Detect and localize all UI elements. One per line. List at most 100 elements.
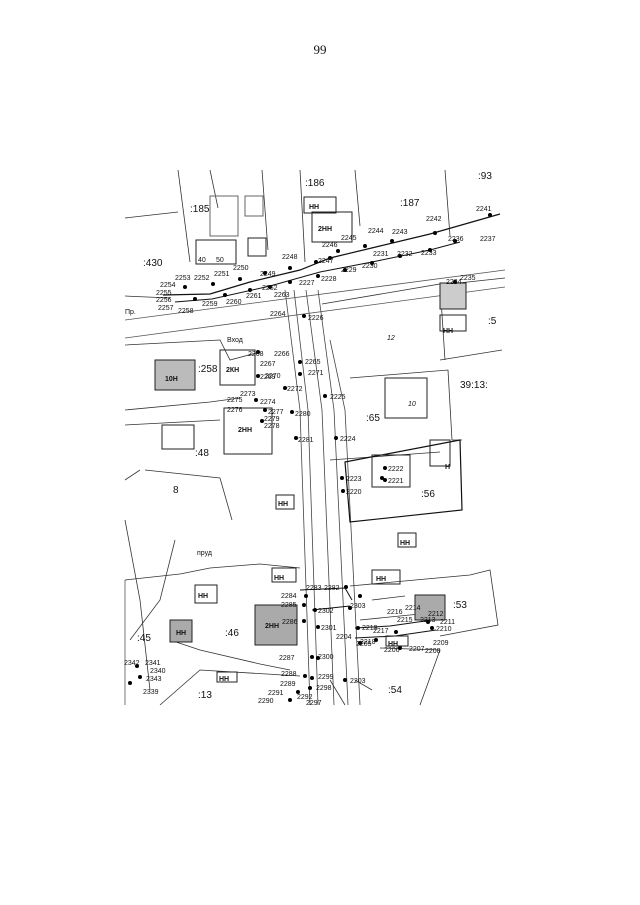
- parcel-label: :430: [143, 258, 163, 269]
- point-label: 2237: [480, 236, 496, 243]
- point-label: 2287: [279, 655, 295, 662]
- point-label: 2339: [143, 689, 159, 696]
- buildings: [154, 195, 467, 683]
- point-label: 2218: [360, 639, 376, 646]
- point-label: 2260: [226, 299, 242, 306]
- point-label: 2342: [124, 660, 140, 667]
- point-label: 2229: [341, 267, 357, 274]
- point-label: 2206: [384, 647, 400, 654]
- building-label: 2КН: [226, 367, 239, 374]
- map-label: 12: [387, 335, 395, 342]
- point-label: 2299: [318, 674, 334, 681]
- point-label: 2264: [270, 311, 286, 318]
- point-label: 2209: [433, 640, 449, 647]
- point-label: 2277: [268, 409, 284, 416]
- point-label: 2242: [426, 216, 442, 223]
- map-label: пруд: [197, 550, 212, 557]
- point-label: 2272: [287, 386, 303, 393]
- point-label: 2243: [392, 229, 408, 236]
- point-label: 2340: [150, 668, 166, 675]
- point-label: 2216: [387, 609, 403, 616]
- point-label: 2263: [274, 292, 290, 299]
- point-label: 2211: [440, 619, 455, 626]
- point-label: 2246: [322, 242, 338, 249]
- point-label: 2284: [281, 593, 297, 600]
- point-label: 2221: [388, 478, 404, 485]
- point-label: 2257: [158, 305, 174, 312]
- point-label: 2290: [258, 698, 274, 705]
- point-label: 2247: [318, 258, 334, 265]
- point-label: 2236: [448, 236, 464, 243]
- point-label: 2302: [318, 608, 334, 615]
- point-label: 2275: [227, 397, 243, 404]
- point-label: 2303: [350, 603, 366, 610]
- point-label: 2286: [282, 619, 298, 626]
- building-label: НН: [388, 641, 398, 648]
- point-label: 2231: [373, 251, 389, 258]
- parcel-label: :53: [453, 600, 467, 611]
- point-label: 2230: [362, 263, 378, 270]
- point-label: 2220: [346, 489, 362, 496]
- map-label: Пр.: [125, 309, 136, 316]
- point-label: 2205: [356, 641, 372, 648]
- building-label: НН: [198, 593, 208, 600]
- parcel-label: :258: [198, 364, 218, 375]
- point-label: 2210: [436, 626, 452, 633]
- point-label: 2259: [202, 301, 218, 308]
- point-label: 2207: [409, 646, 425, 653]
- point-label: 2252: [194, 275, 210, 282]
- point-label: 2245: [341, 235, 357, 242]
- point-label: 2208: [425, 648, 441, 655]
- point-label: 2285: [281, 602, 297, 609]
- point-label: 2215: [397, 617, 413, 624]
- point-label: 2261: [246, 293, 262, 300]
- point-label: 2262: [262, 285, 278, 292]
- parcel-label: :48: [195, 448, 209, 459]
- point-label: 2273: [240, 391, 256, 398]
- point-label: 2276: [227, 407, 243, 414]
- parcel-label: :187: [400, 198, 420, 209]
- building-label: 2НН: [265, 623, 279, 630]
- point-label: 2233: [421, 250, 437, 257]
- survey-points: [128, 213, 492, 702]
- building-label: НН: [176, 630, 186, 637]
- building-label: НН: [443, 328, 453, 335]
- building-label: 2НН: [318, 226, 332, 233]
- point-label: 2253: [175, 275, 191, 282]
- point-label: 2224: [340, 436, 356, 443]
- point-label: 2281: [298, 437, 314, 444]
- building-label: НН: [274, 575, 284, 582]
- point-label: 2267: [260, 361, 276, 368]
- point-label: 2300: [318, 654, 334, 661]
- parcel-label: :185: [190, 204, 210, 215]
- map-labels: 12 10 пруд Пр. Вход: [125, 309, 416, 557]
- point-label: 2219: [362, 625, 378, 632]
- point-label: 2256: [156, 297, 172, 304]
- point-label: 2255: [156, 290, 172, 297]
- point-label: 2212: [428, 611, 444, 618]
- point-labels: 2241 2242 2243 2244 2245 2246 2247 2248 …: [124, 206, 496, 707]
- point-label: 2270: [265, 373, 281, 380]
- building-label: НН: [309, 204, 319, 211]
- point-label: 2254: [160, 282, 176, 289]
- point-label: 2297: [306, 700, 322, 707]
- point-label: 2291: [268, 690, 284, 697]
- point-label: 2289: [280, 681, 296, 688]
- point-label: 2283: [306, 585, 322, 592]
- point-label: 2244: [368, 228, 384, 235]
- point-label: 2222: [388, 466, 404, 473]
- building-label: НН: [400, 540, 410, 547]
- point-label: 2271: [308, 370, 324, 377]
- parcel-label: :65: [366, 413, 380, 424]
- point-label: 2241: [476, 206, 492, 213]
- point-label: 2268: [248, 351, 264, 358]
- parcel-label: :186: [305, 178, 325, 189]
- building-label: 50: [216, 257, 224, 264]
- point-label: 2214: [405, 605, 421, 612]
- parcel-label: :13: [198, 690, 212, 701]
- point-label: 2343: [146, 676, 162, 683]
- point-label: 2301: [321, 625, 337, 632]
- parcel-label: :56: [421, 489, 435, 500]
- point-label: 2280: [295, 411, 311, 418]
